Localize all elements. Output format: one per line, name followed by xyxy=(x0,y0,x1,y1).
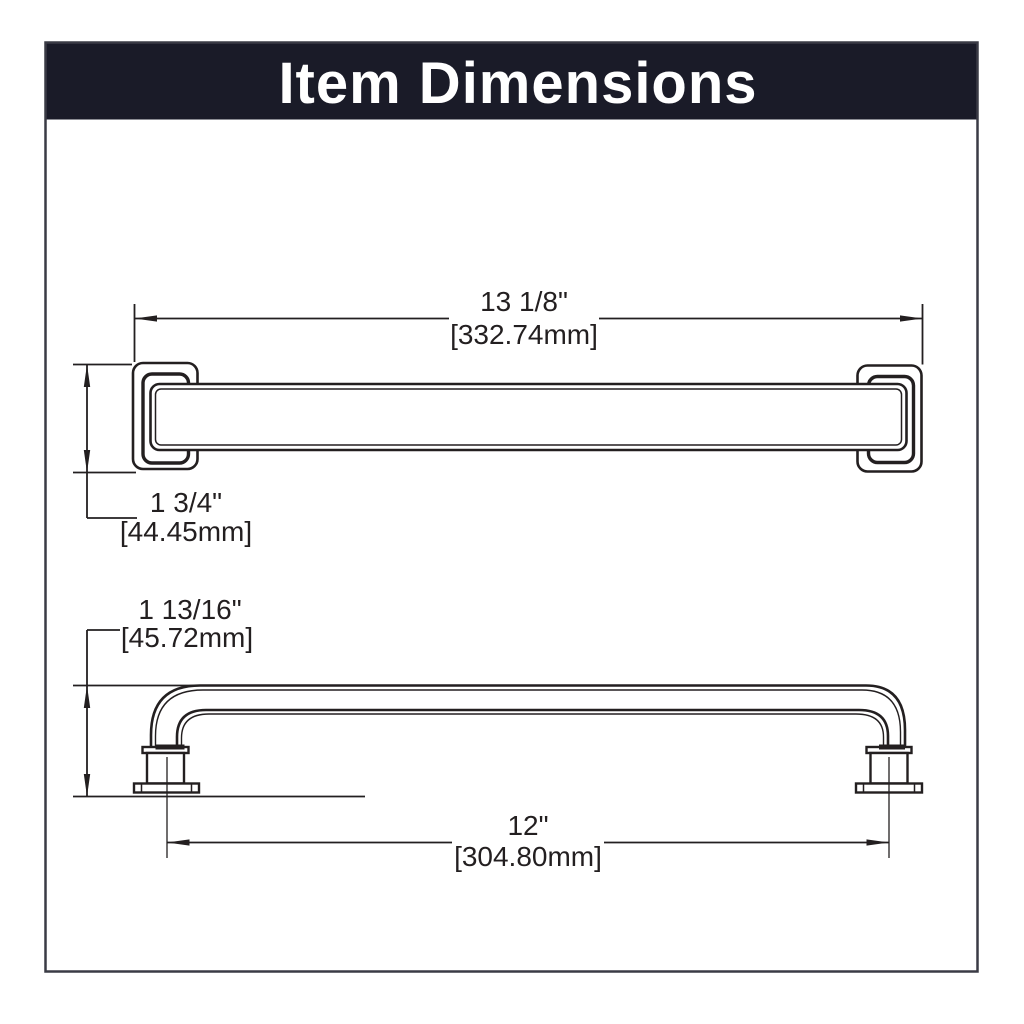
arrowhead-left xyxy=(134,315,157,322)
side-height-dimension: 1 13/16" [45.72mm] xyxy=(73,594,365,798)
side-height-inches-label: 1 13/16" xyxy=(138,594,241,625)
center-to-center-inches-label: 12" xyxy=(507,810,548,841)
center-to-center-dimension: 12" [304.80mm] xyxy=(167,810,889,872)
left-base-notches xyxy=(140,783,193,793)
side-bar-outer-edge xyxy=(149,684,907,747)
side-height-mm-label: [45.72mm] xyxy=(121,622,253,653)
arrowhead-down xyxy=(83,774,91,797)
top-view-bar-outline xyxy=(149,382,908,452)
top-width-dimension: 13 1/8" [332.74mm] xyxy=(133,286,924,365)
side-bar-inner-chamfer xyxy=(180,713,885,747)
center-to-center-mm-label: [304.80mm] xyxy=(454,841,602,872)
header-band xyxy=(44,41,979,120)
top-width-inches-label: 13 1/8" xyxy=(480,286,568,317)
right-socket-shading xyxy=(879,744,905,750)
arrowhead-left xyxy=(167,839,190,846)
page-title: Item Dimensions xyxy=(278,51,757,116)
side-bar-inner-edge xyxy=(175,708,890,747)
frame-border xyxy=(44,41,979,973)
left-post-body xyxy=(145,751,186,785)
top-width-mm-label: [332.74mm] xyxy=(450,319,598,350)
arrowhead-right xyxy=(866,839,889,846)
arrowhead-up xyxy=(83,364,91,387)
top-height-dimension: 1 3/4" [44.45mm] xyxy=(73,363,252,547)
side-view xyxy=(132,684,924,858)
left-socket-shading xyxy=(155,744,185,750)
arrowhead-down xyxy=(83,450,91,473)
arrowhead-right xyxy=(900,315,923,322)
top-height-mm-label: [44.45mm] xyxy=(120,516,252,547)
top-height-inches-label: 1 3/4" xyxy=(150,487,222,518)
top-view xyxy=(131,361,923,473)
top-view-bar-chamfer xyxy=(154,388,903,446)
side-bar-outer-chamfer xyxy=(154,689,902,747)
arrowhead-up xyxy=(83,685,91,708)
right-base-notches xyxy=(862,783,916,793)
